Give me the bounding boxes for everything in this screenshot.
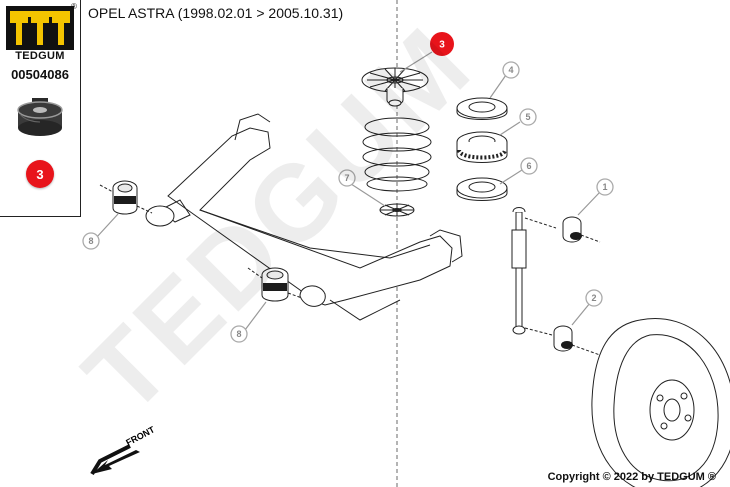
bushing-8-left bbox=[99, 180, 153, 215]
shock-absorber bbox=[511, 207, 557, 336]
callout-5-text: 5 bbox=[525, 112, 530, 122]
front-label: FRONT bbox=[124, 424, 157, 448]
callout-1-text: 1 bbox=[602, 182, 607, 192]
callout-6[interactable]: 6 bbox=[520, 157, 538, 175]
spring-seat-4 bbox=[456, 97, 508, 120]
callout-8-center-text: 8 bbox=[236, 329, 241, 339]
callout-1[interactable]: 1 bbox=[596, 178, 614, 196]
part-number: 00504086 bbox=[11, 67, 69, 82]
top-mount-3 bbox=[361, 67, 429, 107]
spring-seat-6 bbox=[456, 177, 508, 201]
tedgum-logo-icon bbox=[6, 6, 74, 50]
callout-8-center[interactable]: 8 bbox=[230, 325, 248, 343]
callout-4[interactable]: 4 bbox=[502, 61, 520, 79]
sidebar-panel: ® TEDGUM 00504086 3 bbox=[0, 0, 81, 217]
axle-beam bbox=[145, 113, 463, 321]
bearing-5 bbox=[456, 131, 508, 163]
callout-leaders bbox=[95, 51, 601, 331]
coil-spring bbox=[362, 117, 432, 192]
bushing-1 bbox=[562, 216, 601, 243]
callout-5[interactable]: 5 bbox=[519, 108, 537, 126]
callout-2-text: 2 bbox=[591, 293, 596, 303]
callout-3-highlight[interactable]: 3 bbox=[430, 32, 454, 56]
callout-7[interactable]: 7 bbox=[338, 169, 356, 187]
highlight-badge: 3 bbox=[26, 160, 54, 188]
callout-2[interactable]: 2 bbox=[585, 289, 603, 307]
callout-8-left-text: 8 bbox=[88, 236, 93, 246]
callout-8-left[interactable]: 8 bbox=[82, 232, 100, 250]
callout-3-text: 3 bbox=[439, 40, 445, 51]
callout-4-text: 4 bbox=[508, 65, 513, 75]
bushing-2 bbox=[553, 325, 601, 356]
callout-6-text: 6 bbox=[526, 161, 531, 171]
bushing-product-image bbox=[17, 98, 63, 136]
page-title: OPEL ASTRA (1998.02.01 > 2005.10.31) bbox=[88, 5, 344, 21]
bushing-8-center bbox=[247, 267, 303, 302]
wheel bbox=[591, 318, 730, 487]
registered-mark: ® bbox=[71, 2, 77, 11]
brand-name: TEDGUM bbox=[15, 50, 65, 62]
bump-stop-7 bbox=[379, 203, 415, 217]
callout-7-text: 7 bbox=[344, 173, 349, 183]
copyright-text: Copyright © 2022 by TEDGUM ® bbox=[547, 471, 716, 483]
front-arrow: FRONT bbox=[90, 424, 157, 476]
